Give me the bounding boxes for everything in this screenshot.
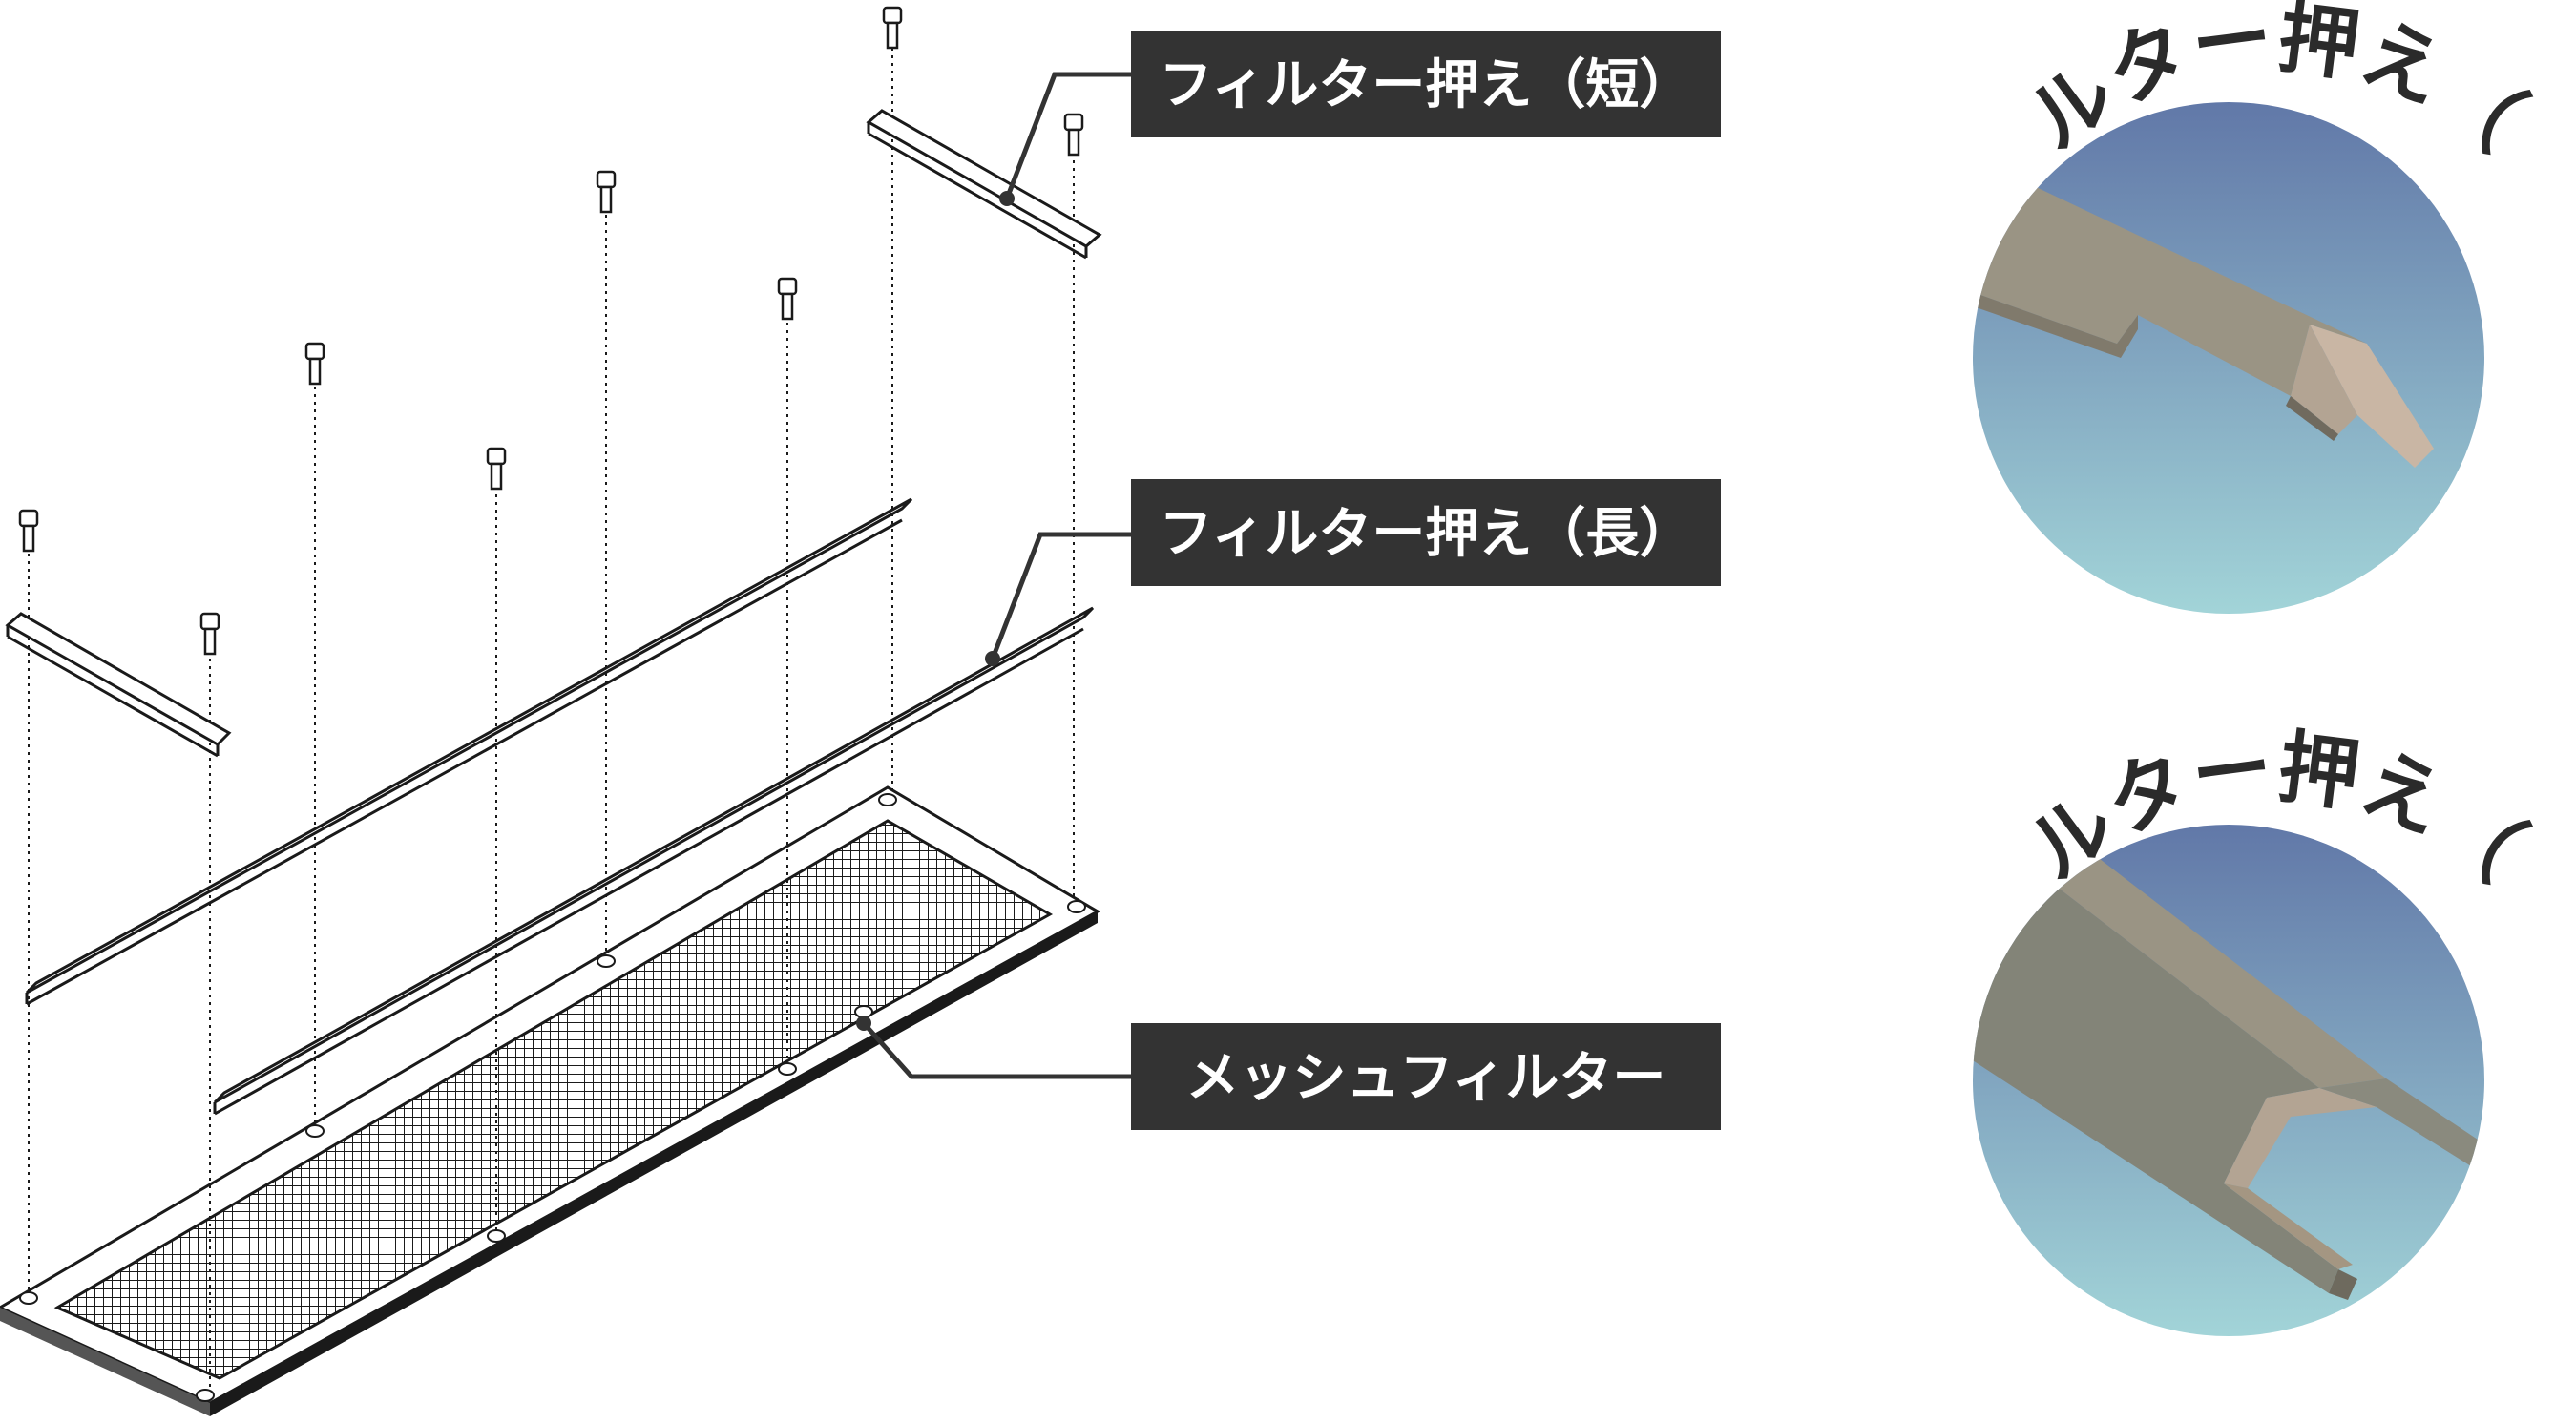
screw [304,342,325,386]
screws [18,6,1084,656]
mounting-holes [19,793,1086,1402]
screw [18,509,39,553]
callout-mesh-filter: メッシュフィルター [1131,1023,1721,1130]
screw [882,6,903,50]
screw [1063,113,1084,157]
callout-mesh-filter-label: メッシュフィルター [1186,1047,1666,1109]
callout-long-holder: フィルター押え（長） [1131,479,1721,586]
mesh-filter [0,785,1101,1416]
callout-dots [856,191,1015,1031]
screw [199,612,220,656]
filter-holder-short-right [866,109,1102,260]
callout-short-holder: フィルター押え（短） [1131,31,1721,137]
screw [596,170,617,214]
detail-short-profile [1973,162,2434,468]
filter-holder-long-front [213,606,1095,1116]
mesh-filter-grid [53,819,1054,1380]
detail-long-profile [1973,859,2484,1300]
callout-short-holder-label: フィルター押え（短） [1160,54,1693,116]
callout-long-holder-label: フィルター押え（長） [1160,503,1693,565]
filter-holder-short-left [5,612,232,758]
filter-holder-long-back [25,497,913,1006]
mesh-filter-edge-left [0,1308,210,1416]
callout-leaders [862,72,1131,1079]
screw [486,447,507,491]
guide-lines [28,48,1075,1389]
screw [777,277,798,321]
